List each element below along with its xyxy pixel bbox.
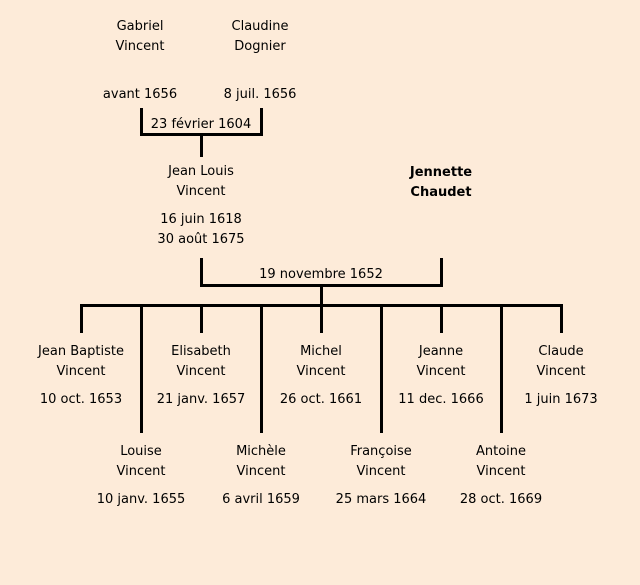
connector-line — [200, 135, 203, 157]
grandfather-date: avant 1656 — [102, 87, 178, 102]
child-connector-line — [500, 305, 503, 433]
child-first-name: Jean Baptiste — [38, 344, 124, 359]
child-connector-line — [560, 305, 563, 333]
child-last-name: Vincent — [416, 364, 466, 379]
mother-first-name: Jennette — [409, 165, 473, 180]
child-last-name: Vincent — [56, 364, 106, 379]
father-birth-date: 16 juin 1618 — [160, 212, 242, 227]
child-birth-date: 6 avril 1659 — [222, 492, 300, 507]
connector-line — [200, 258, 203, 287]
grandmother-first-name: Claudine — [231, 19, 289, 34]
father-last-name: Vincent — [176, 184, 226, 199]
child-birth-date: 25 mars 1664 — [335, 492, 427, 507]
child-first-name: Antoine — [475, 444, 527, 459]
father-first-name: Jean Louis — [168, 164, 234, 179]
connector-line — [200, 284, 443, 287]
child-birth-date: 10 janv. 1655 — [96, 492, 186, 507]
child-connector-line — [80, 305, 83, 333]
grandmother-date: 8 juil. 1656 — [223, 87, 297, 102]
connector-line — [440, 258, 443, 287]
grandfather-first-name: Gabriel — [116, 19, 164, 34]
child-first-name: Michèle — [236, 444, 286, 459]
child-first-name: Elisabeth — [171, 344, 231, 359]
connector-line — [140, 108, 143, 135]
connector-line — [260, 108, 263, 135]
child-last-name: Vincent — [536, 364, 586, 379]
child-last-name: Vincent — [116, 464, 166, 479]
child-connector-line — [140, 305, 143, 433]
parents-marriage-date: 19 novembre 1652 — [259, 267, 383, 282]
child-connector-line — [440, 305, 443, 333]
child-birth-date: 1 juin 1673 — [524, 392, 598, 407]
child-last-name: Vincent — [176, 364, 226, 379]
father-death-date: 30 août 1675 — [157, 232, 245, 247]
child-first-name: Claude — [538, 344, 584, 359]
grandfather-last-name: Vincent — [115, 39, 165, 54]
child-connector-line — [200, 305, 203, 333]
child-birth-date: 28 oct. 1669 — [459, 492, 543, 507]
child-last-name: Vincent — [236, 464, 286, 479]
child-last-name: Vincent — [476, 464, 526, 479]
child-birth-date: 26 oct. 1661 — [279, 392, 363, 407]
connector-line — [320, 286, 323, 306]
child-first-name: Michel — [300, 344, 342, 359]
child-last-name: Vincent — [356, 464, 406, 479]
child-connector-line — [380, 305, 383, 433]
child-birth-date: 10 oct. 1653 — [39, 392, 123, 407]
child-last-name: Vincent — [296, 364, 346, 379]
child-birth-date: 11 dec. 1666 — [398, 392, 484, 407]
grandparents-marriage-date: 23 février 1604 — [150, 117, 252, 132]
connector-line — [140, 133, 263, 136]
mother-last-name: Chaudet — [410, 185, 472, 200]
child-first-name: Françoise — [350, 444, 412, 459]
grandmother-last-name: Dognier — [234, 39, 286, 54]
child-connector-line — [320, 305, 323, 333]
child-birth-date: 21 janv. 1657 — [156, 392, 246, 407]
child-first-name: Jeanne — [418, 344, 464, 359]
child-first-name: Louise — [120, 444, 162, 459]
child-connector-line — [260, 305, 263, 433]
